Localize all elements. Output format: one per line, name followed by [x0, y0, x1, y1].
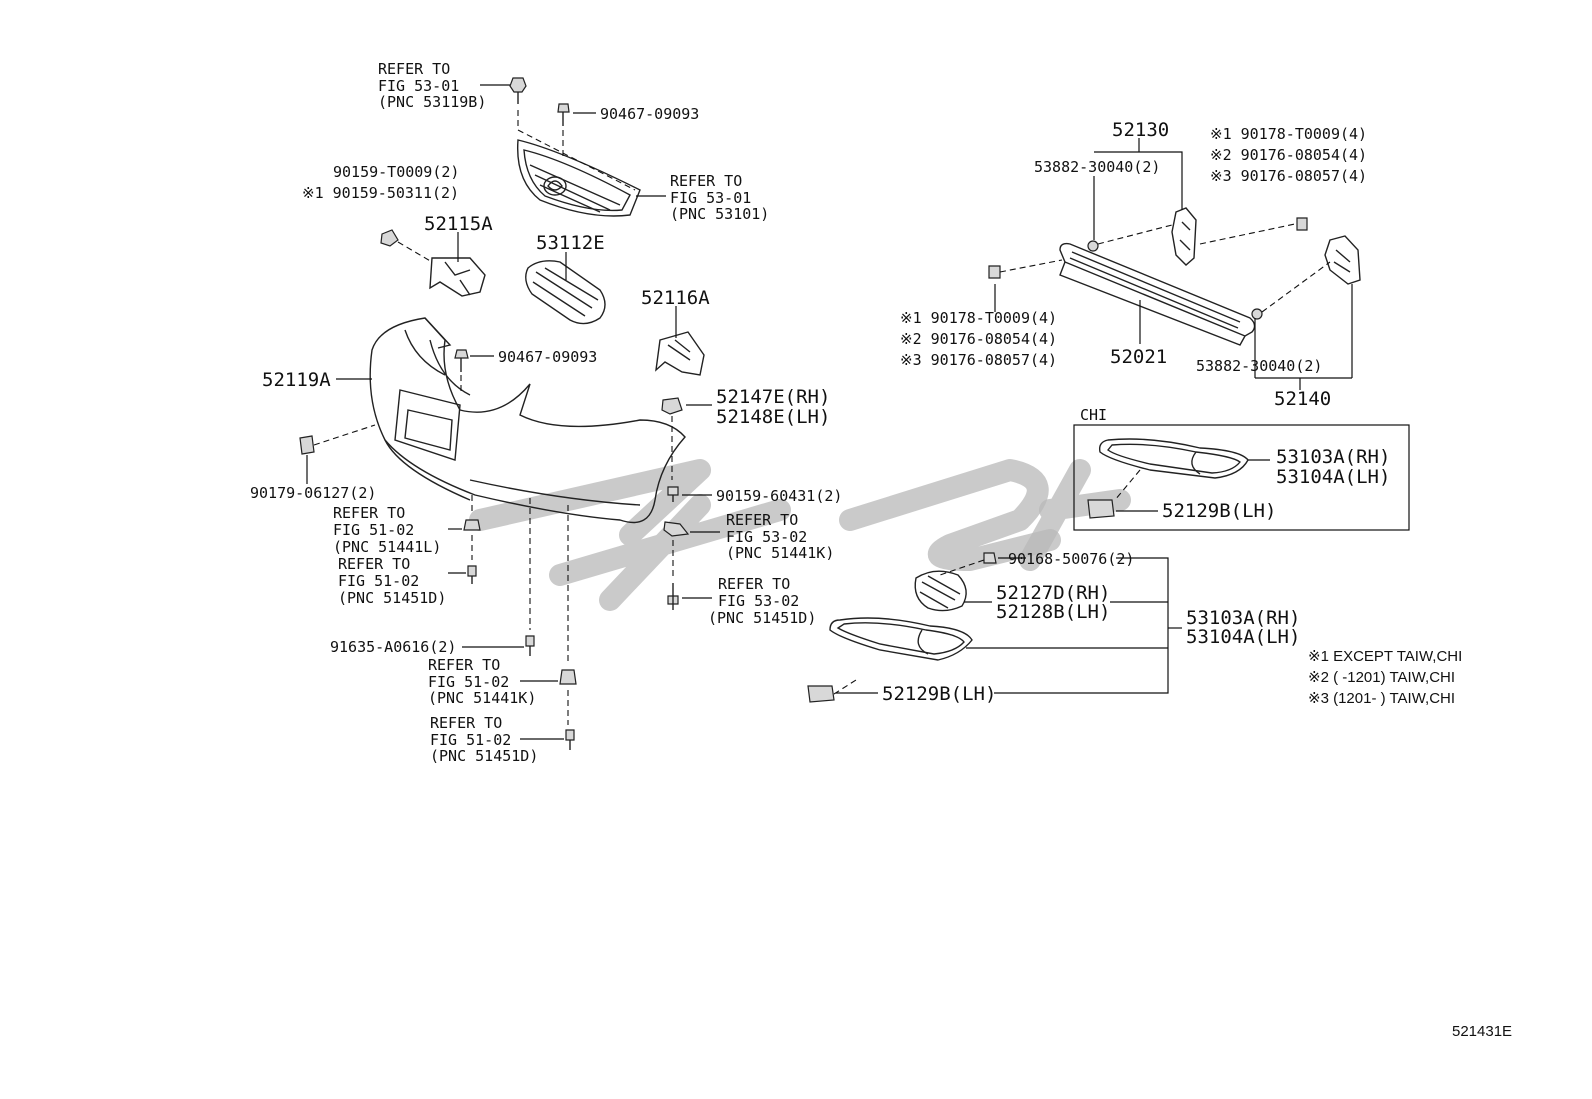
note-label: ※1 90178-T0009(4)	[900, 309, 1057, 327]
reinforcement-52021	[1059, 242, 1256, 346]
part-number-label: 52148E(LH)	[716, 406, 830, 428]
note-label: ※1 90178-T0009(4)	[1210, 125, 1367, 143]
refer-label: FIG 53-02	[718, 592, 799, 610]
note-label: ※2 90176-08054(4)	[1210, 146, 1367, 164]
refer-label: REFER TO	[670, 172, 742, 190]
part-number-label: 53882-30040(2)	[1196, 357, 1322, 375]
legend-line: ※2 ( -1201) TAIW,CHI	[1308, 669, 1455, 686]
refer-label: FIG 51-02	[333, 521, 414, 539]
upper-grille	[516, 139, 641, 217]
part-number-label: 52119A	[262, 369, 331, 391]
screw-icon	[663, 486, 690, 610]
screw-icon	[463, 519, 577, 750]
cover-piece-icon	[807, 685, 835, 703]
refer-label: REFER TO	[378, 60, 450, 78]
part-number-label: 90159-T0009(2)	[333, 163, 459, 181]
refer-label: FIG 53-01	[670, 189, 751, 207]
watermark-logo	[469, 459, 1131, 611]
chi-box	[1073, 424, 1410, 531]
part-number-label: 53103A(RH)	[1276, 446, 1390, 468]
fog-lamp-cover-chi	[1098, 438, 1249, 479]
bolt-icon	[380, 229, 399, 247]
bracket-52115a	[429, 257, 486, 297]
cover-piece-icon	[1087, 499, 1115, 519]
part-number-label: 90159-60431(2)	[716, 487, 842, 505]
bracket-52130	[1171, 207, 1197, 266]
fog-lamp-52127d	[914, 570, 967, 612]
part-number-label: 52128B(LH)	[996, 601, 1110, 623]
part-number-label: 52129B(LH)	[882, 683, 996, 705]
part-number-label: 52021	[1110, 346, 1167, 368]
legend-line: ※1 EXCEPT TAIW,CHI	[1308, 648, 1462, 665]
nut-icon	[988, 217, 1308, 320]
fog-lamp-cover-53103a	[829, 617, 973, 661]
refer-label: (PNC 53119B)	[378, 93, 486, 111]
refer-label: (PNC 51441L)	[333, 538, 441, 556]
part-number-label: 52140	[1274, 388, 1331, 410]
refer-label: (PNC 51441K)	[428, 689, 536, 707]
clip-icon	[454, 349, 469, 372]
part-number-label: 91635-A0616(2)	[330, 638, 456, 656]
refer-label: REFER TO	[333, 504, 405, 522]
refer-label: FIG 51-02	[428, 673, 509, 691]
refer-label: REFER TO	[718, 575, 790, 593]
part-number-label: 90179-06127(2)	[250, 484, 376, 502]
part-number-label: 53104A(LH)	[1186, 626, 1300, 648]
bracket-52116a	[655, 331, 705, 376]
part-number-label: 90467-09093	[498, 348, 597, 366]
refer-label: (PNC 51451D)	[338, 589, 446, 607]
retainer-clip-icon	[299, 435, 315, 455]
refer-label: FIG 53-01	[378, 77, 459, 95]
note-label: ※3 90176-08057(4)	[1210, 167, 1367, 185]
note-label: ※3 90176-08057(4)	[900, 351, 1057, 369]
legend-line: ※3 (1201- ) TAIW,CHI	[1308, 690, 1455, 707]
refer-label: FIG 53-02	[726, 528, 807, 546]
refer-label: FIG 51-02	[430, 731, 511, 749]
screw-icon	[983, 552, 997, 564]
refer-label: (PNC 51451D)	[708, 609, 816, 627]
part-number-label: 52127D(RH)	[996, 582, 1110, 604]
refer-label: (PNC 51441K)	[726, 544, 834, 562]
front-bumper-cover-52119a	[369, 317, 686, 524]
figure-code: 521431E	[1452, 1023, 1512, 1040]
part-number-label: 90168-50076(2)	[1008, 550, 1134, 568]
refer-label: (PNC 51451D)	[430, 747, 538, 765]
refer-label: FIG 51-02	[338, 572, 419, 590]
part-number-label: 53112E	[536, 232, 605, 254]
part-number-label: 52130	[1112, 119, 1169, 141]
part-number-label: ※1 90159-50311(2)	[302, 184, 459, 202]
part-number-label: 52115A	[424, 213, 493, 235]
part-number-label: 53103A(RH)	[1186, 607, 1300, 629]
refer-label: REFER TO	[726, 511, 798, 529]
refer-label: REFER TO	[428, 656, 500, 674]
refer-label: REFER TO	[338, 555, 410, 573]
clip-icon	[509, 77, 570, 126]
part-number-label: 52147E(RH)	[716, 386, 830, 408]
refer-label: (PNC 53101)	[670, 205, 769, 223]
lower-grille-53112e	[525, 260, 606, 325]
refer-label: REFER TO	[430, 714, 502, 732]
part-number-label: 52116A	[641, 287, 710, 309]
bumper-bracket-icon	[661, 397, 683, 415]
part-number-label: 52129B(LH)	[1162, 500, 1276, 522]
part-number-label: 53104A(LH)	[1276, 466, 1390, 488]
note-label: ※2 90176-08054(4)	[900, 330, 1057, 348]
chi-box-label: CHI	[1080, 406, 1107, 424]
part-number-label: 90467-09093	[600, 105, 699, 123]
part-number-label: 53882-30040(2)	[1034, 158, 1160, 176]
bracket-52140	[1324, 235, 1361, 285]
